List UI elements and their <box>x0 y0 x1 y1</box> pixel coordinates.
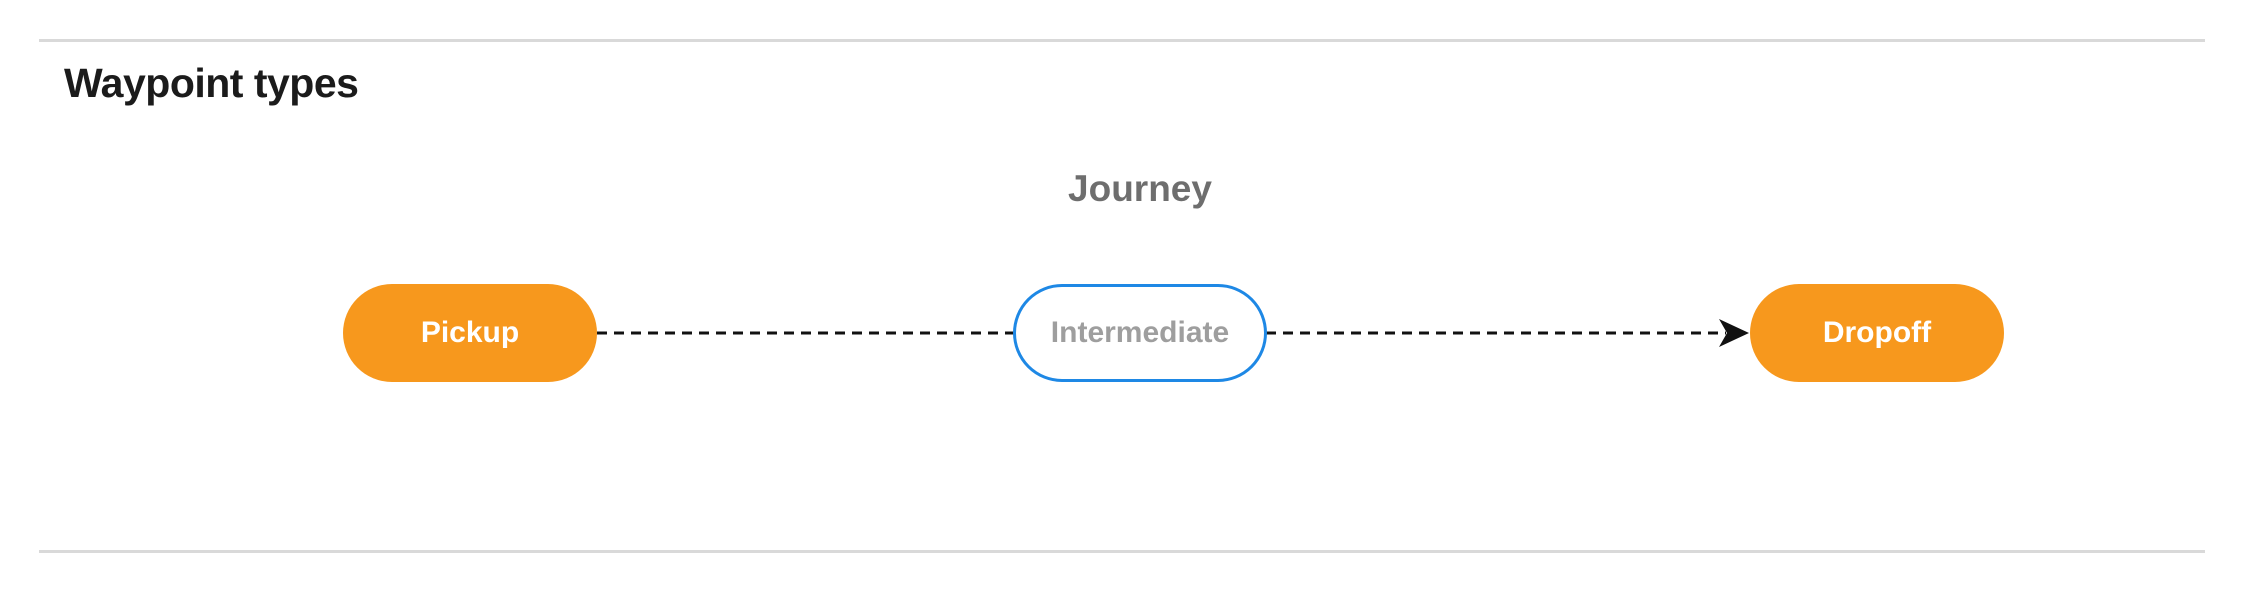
top-divider <box>39 39 2205 42</box>
arrowhead-icon <box>1719 319 1749 347</box>
node-dropoff: Dropoff <box>1750 284 2004 382</box>
node-intermediate: Intermediate <box>1013 284 1267 382</box>
node-pickup: Pickup <box>343 284 597 382</box>
node-intermediate-label: Intermediate <box>1050 316 1230 349</box>
section-title: Waypoint types <box>64 60 359 106</box>
node-pickup-label: Pickup <box>420 316 520 349</box>
node-dropoff-label: Dropoff <box>1822 316 1932 349</box>
diagram-title: Journey <box>1068 168 1212 209</box>
bottom-divider <box>39 550 2205 553</box>
